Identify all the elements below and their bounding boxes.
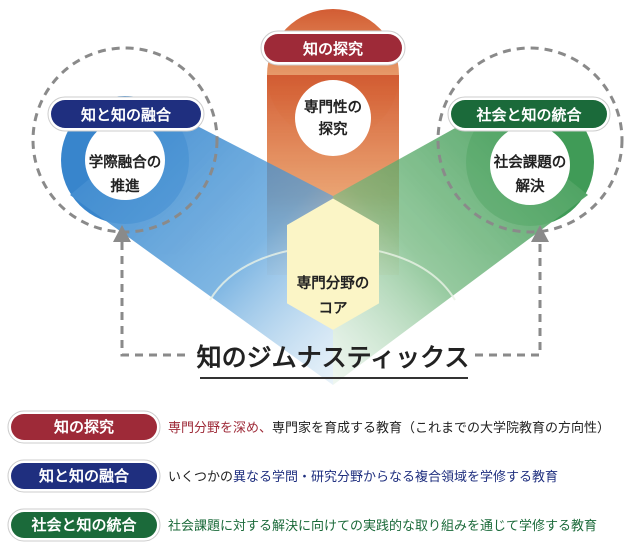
left-pill-label: 知と知の融合 <box>81 106 172 124</box>
left-pill: 知と知の融合 <box>47 96 205 132</box>
legend-description: いくつかの異なる学問・研究分野からなる複合領域を学修する教育 <box>168 469 558 485</box>
legend-description: 社会課題に対する解決に向けての実践的な取り組みを通じて学修する教育 <box>168 518 597 534</box>
center-circle-line1: 専門性の <box>304 98 362 116</box>
right-circle-line1: 社会課題の <box>493 153 567 171</box>
arrow-up-right-icon <box>531 225 549 242</box>
right-circle-line2: 解決 <box>516 177 545 195</box>
legend-row-fusion: 知と知の融合 いくつかの異なる学問・研究分野からなる複合領域を学修する教育 <box>7 459 558 493</box>
center-circle <box>295 80 371 156</box>
legend-description: 専門分野を深め、専門家を育成する教育（これまでの大学院教育の方向性） <box>168 420 610 436</box>
center-pill: 知の探究 <box>260 30 406 66</box>
dashed-connector <box>120 242 542 357</box>
core-hexagon <box>287 198 379 330</box>
core-line1: 専門分野の <box>297 274 370 292</box>
right-circle <box>490 125 570 205</box>
diagram-title: 知のジムナスティックス <box>197 343 470 372</box>
center-circle-line2: 探究 <box>319 120 348 138</box>
legend-desc-b: 異なる学問・研究分野からなる複合領域を学修する教育 <box>233 469 558 485</box>
legend-desc-a: 専門分野を深め、 <box>168 421 272 436</box>
legend-label: 知の探究 <box>54 418 114 436</box>
right-dashed-circle <box>436 46 624 234</box>
legend-row-exploration: 知の探究 専門分野を深め、専門家を育成する教育（これまでの大学院教育の方向性） <box>7 410 610 444</box>
core-line2: コア <box>319 301 348 317</box>
legend-desc-b: 専門家を育成する教育（これまでの大学院教育の方向性） <box>272 420 610 436</box>
legend-row-integration: 社会と知の統合 社会課題に対する解決に向けての実践的な取り組みを通じて学修する教… <box>7 508 597 542</box>
left-circle-line1: 学際融合の <box>89 153 162 171</box>
legend-label: 知と知の融合 <box>39 467 130 485</box>
left-circle <box>85 120 165 200</box>
center-pill-label: 知の探究 <box>303 40 363 58</box>
arrow-up-left-icon <box>113 225 131 242</box>
right-pill-label: 社会と知の統合 <box>475 106 582 124</box>
right-pill: 社会と知の統合 <box>447 96 611 132</box>
legend-desc-a: いくつかの <box>168 470 233 485</box>
legend-label: 社会と知の統合 <box>30 516 137 534</box>
left-circle-line2: 推進 <box>111 177 140 195</box>
